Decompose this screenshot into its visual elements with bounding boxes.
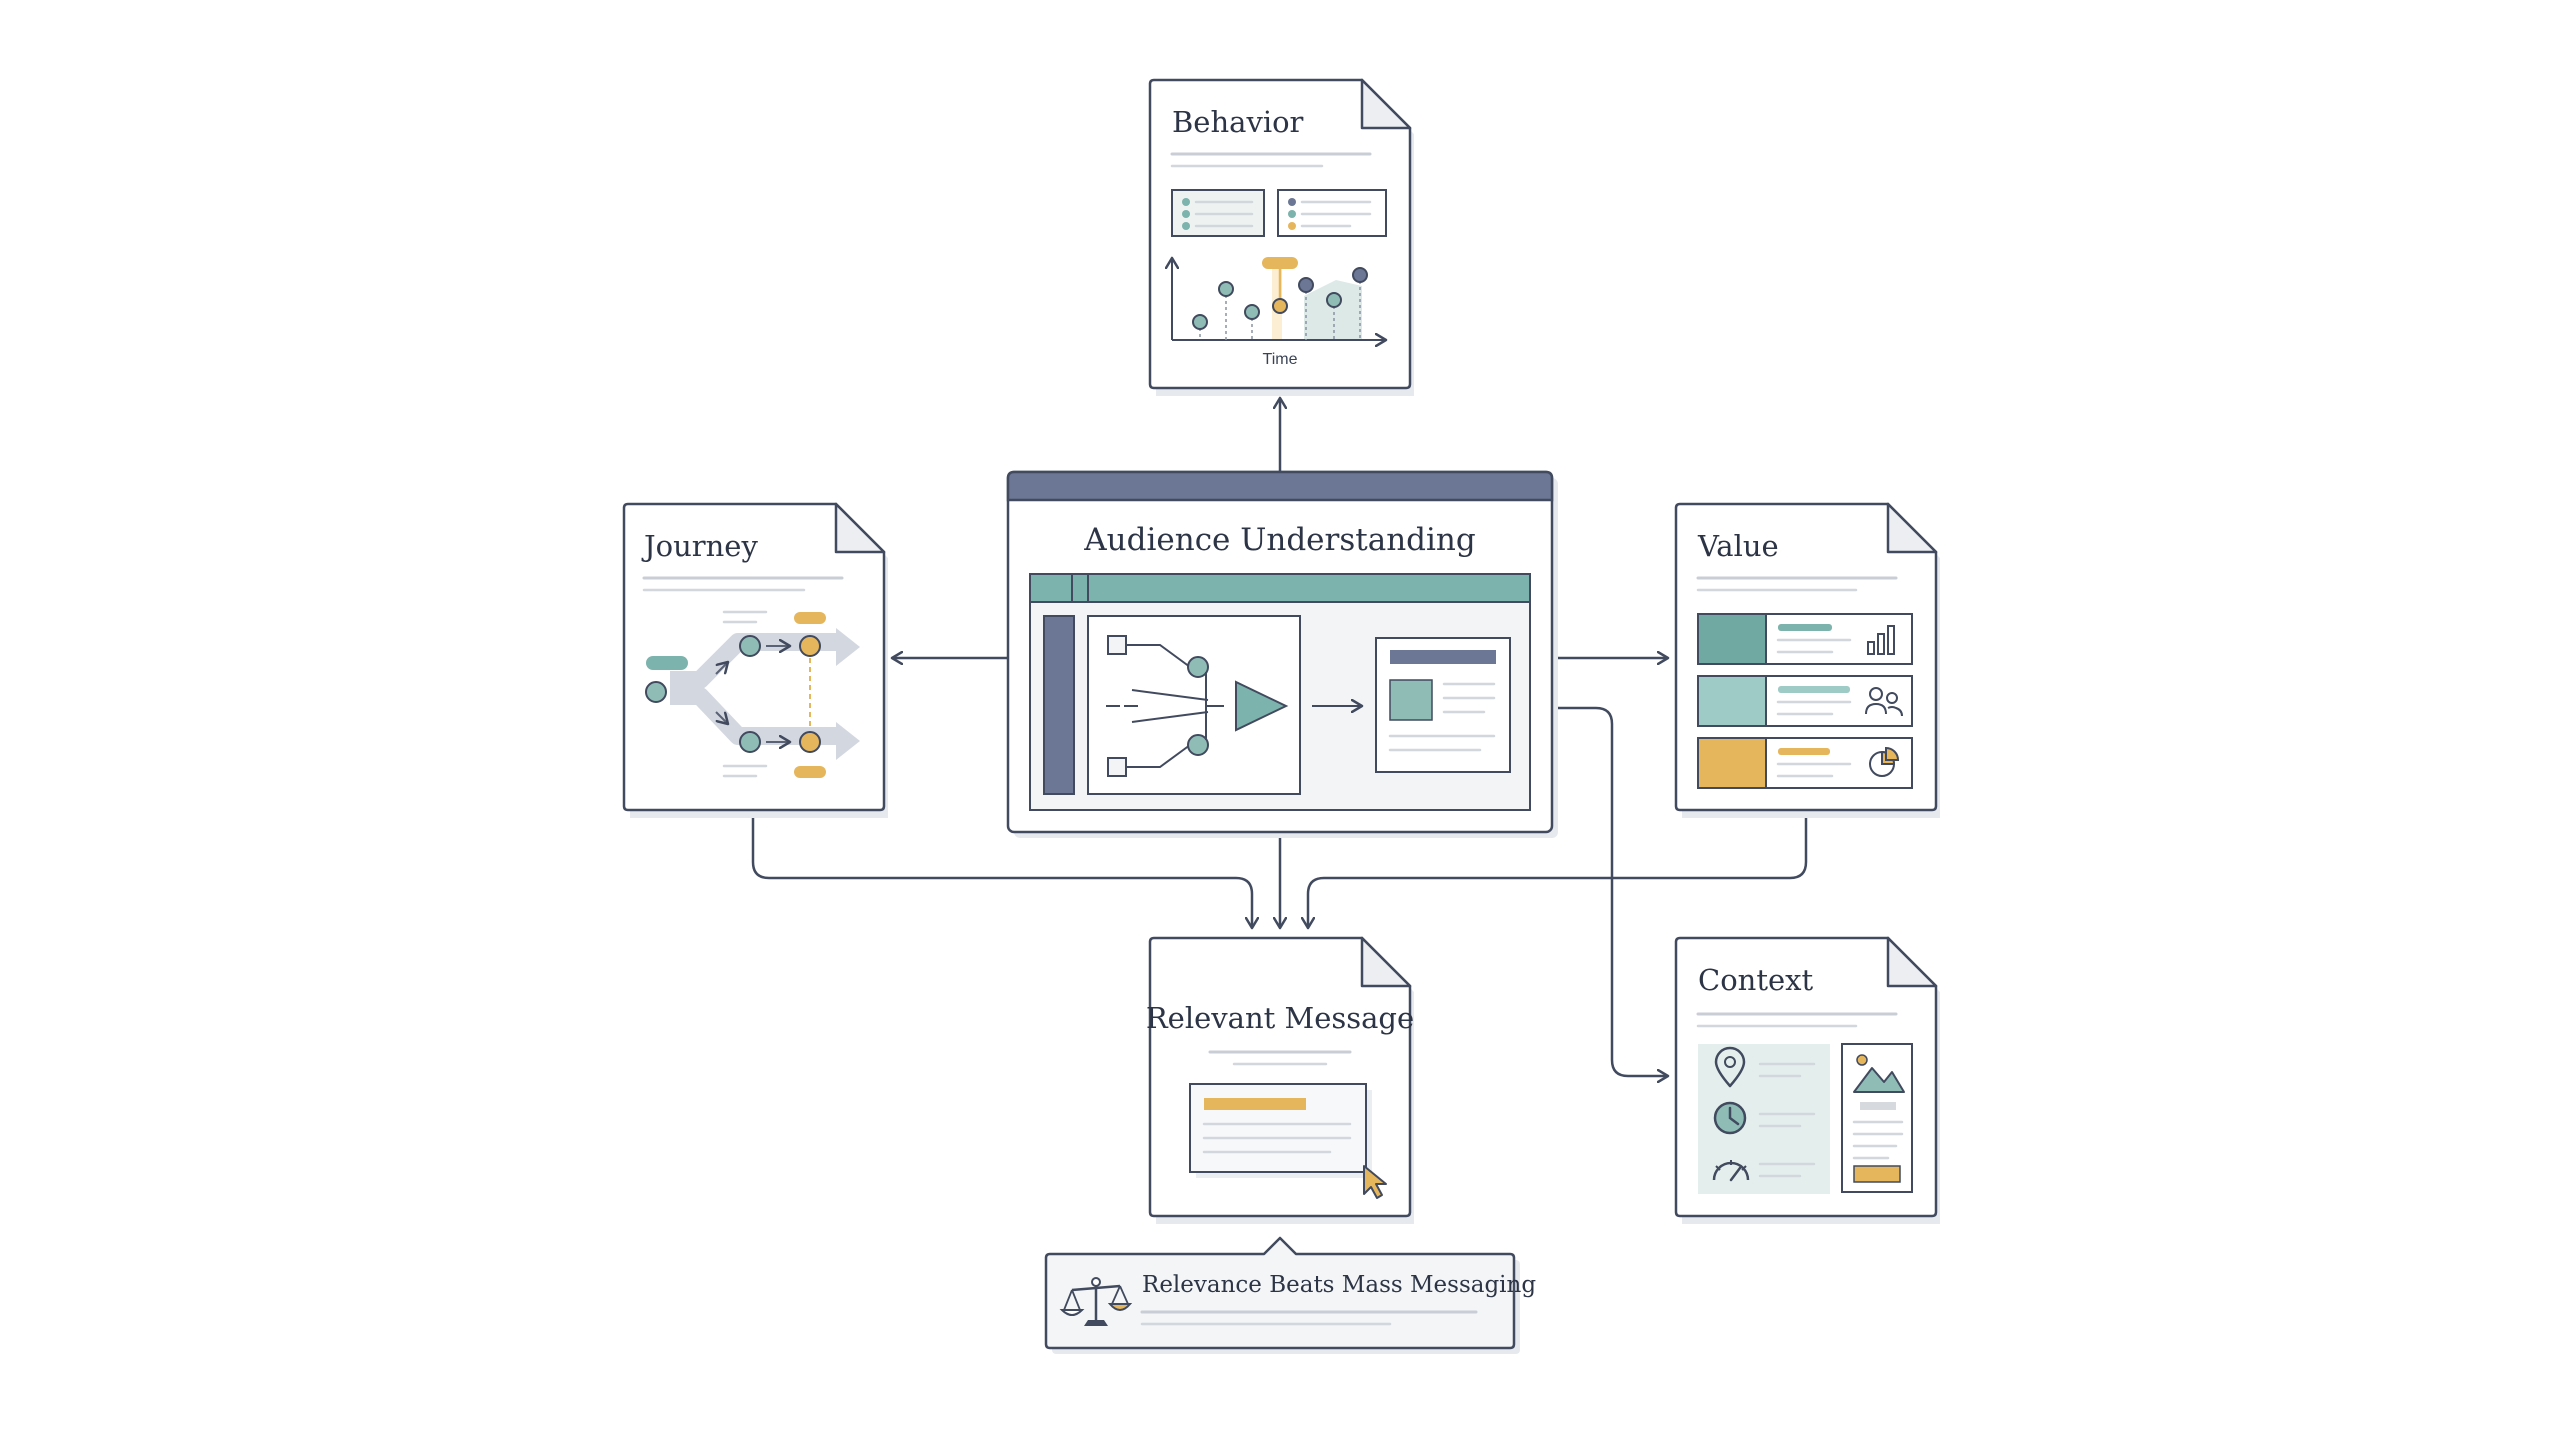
panel-title-bar bbox=[1006, 470, 1554, 502]
output-document-icon bbox=[1375, 637, 1511, 773]
value-row bbox=[1697, 737, 1913, 789]
cursor-icon bbox=[1363, 1165, 1387, 1199]
inner-sidebar bbox=[1043, 615, 1075, 795]
center-title: Audience Understanding bbox=[1083, 522, 1475, 558]
connector-center-to-context bbox=[1552, 706, 1668, 1076]
gauge-icon bbox=[1712, 1160, 1750, 1182]
balance-scale-icon bbox=[1059, 1277, 1133, 1326]
journey-branch-icon bbox=[645, 610, 860, 778]
audience-understanding-panel: Audience Understanding bbox=[1006, 470, 1558, 838]
behavior-title: Behavior bbox=[1172, 105, 1304, 139]
behavior-card: Behavior bbox=[1148, 78, 1414, 396]
inner-header-bar bbox=[1029, 573, 1531, 603]
image-icon bbox=[1853, 1054, 1905, 1093]
value-row bbox=[1697, 613, 1913, 665]
connectors bbox=[751, 398, 1808, 1076]
journey-title: Journey bbox=[641, 529, 758, 563]
context-card: Context bbox=[1674, 936, 1940, 1224]
callout-text: Relevance Beats Mass Messaging bbox=[1142, 1272, 1536, 1298]
value-title: Value bbox=[1697, 529, 1779, 563]
context-title: Context bbox=[1698, 963, 1813, 997]
value-row bbox=[1697, 675, 1913, 727]
message-preview-icon bbox=[1189, 1083, 1387, 1199]
pie-chart-icon bbox=[1869, 746, 1900, 777]
bar-chart-icon bbox=[1867, 625, 1895, 655]
timeline-highlight-marker bbox=[1262, 257, 1298, 269]
connector-value-to-relevant bbox=[1308, 812, 1808, 928]
journey-card: Journey bbox=[622, 502, 888, 818]
behavior-axis-label: Time bbox=[1263, 351, 1298, 368]
map-pin-icon bbox=[1714, 1046, 1746, 1088]
relevance-callout: Relevance Beats Mass Messaging bbox=[1044, 1236, 1536, 1354]
connector-journey-to-relevant bbox=[751, 812, 1252, 928]
value-card: Value bbox=[1674, 502, 1940, 818]
relevant-message-card: Relevant Message bbox=[1146, 936, 1414, 1224]
relevant-message-title: Relevant Message bbox=[1146, 1001, 1414, 1035]
context-media-card bbox=[1841, 1043, 1913, 1193]
users-icon bbox=[1865, 687, 1903, 717]
clock-icon bbox=[1713, 1101, 1747, 1135]
funnel-icon bbox=[1106, 635, 1289, 777]
behavior-timeline-chart: Time bbox=[1172, 257, 1386, 368]
